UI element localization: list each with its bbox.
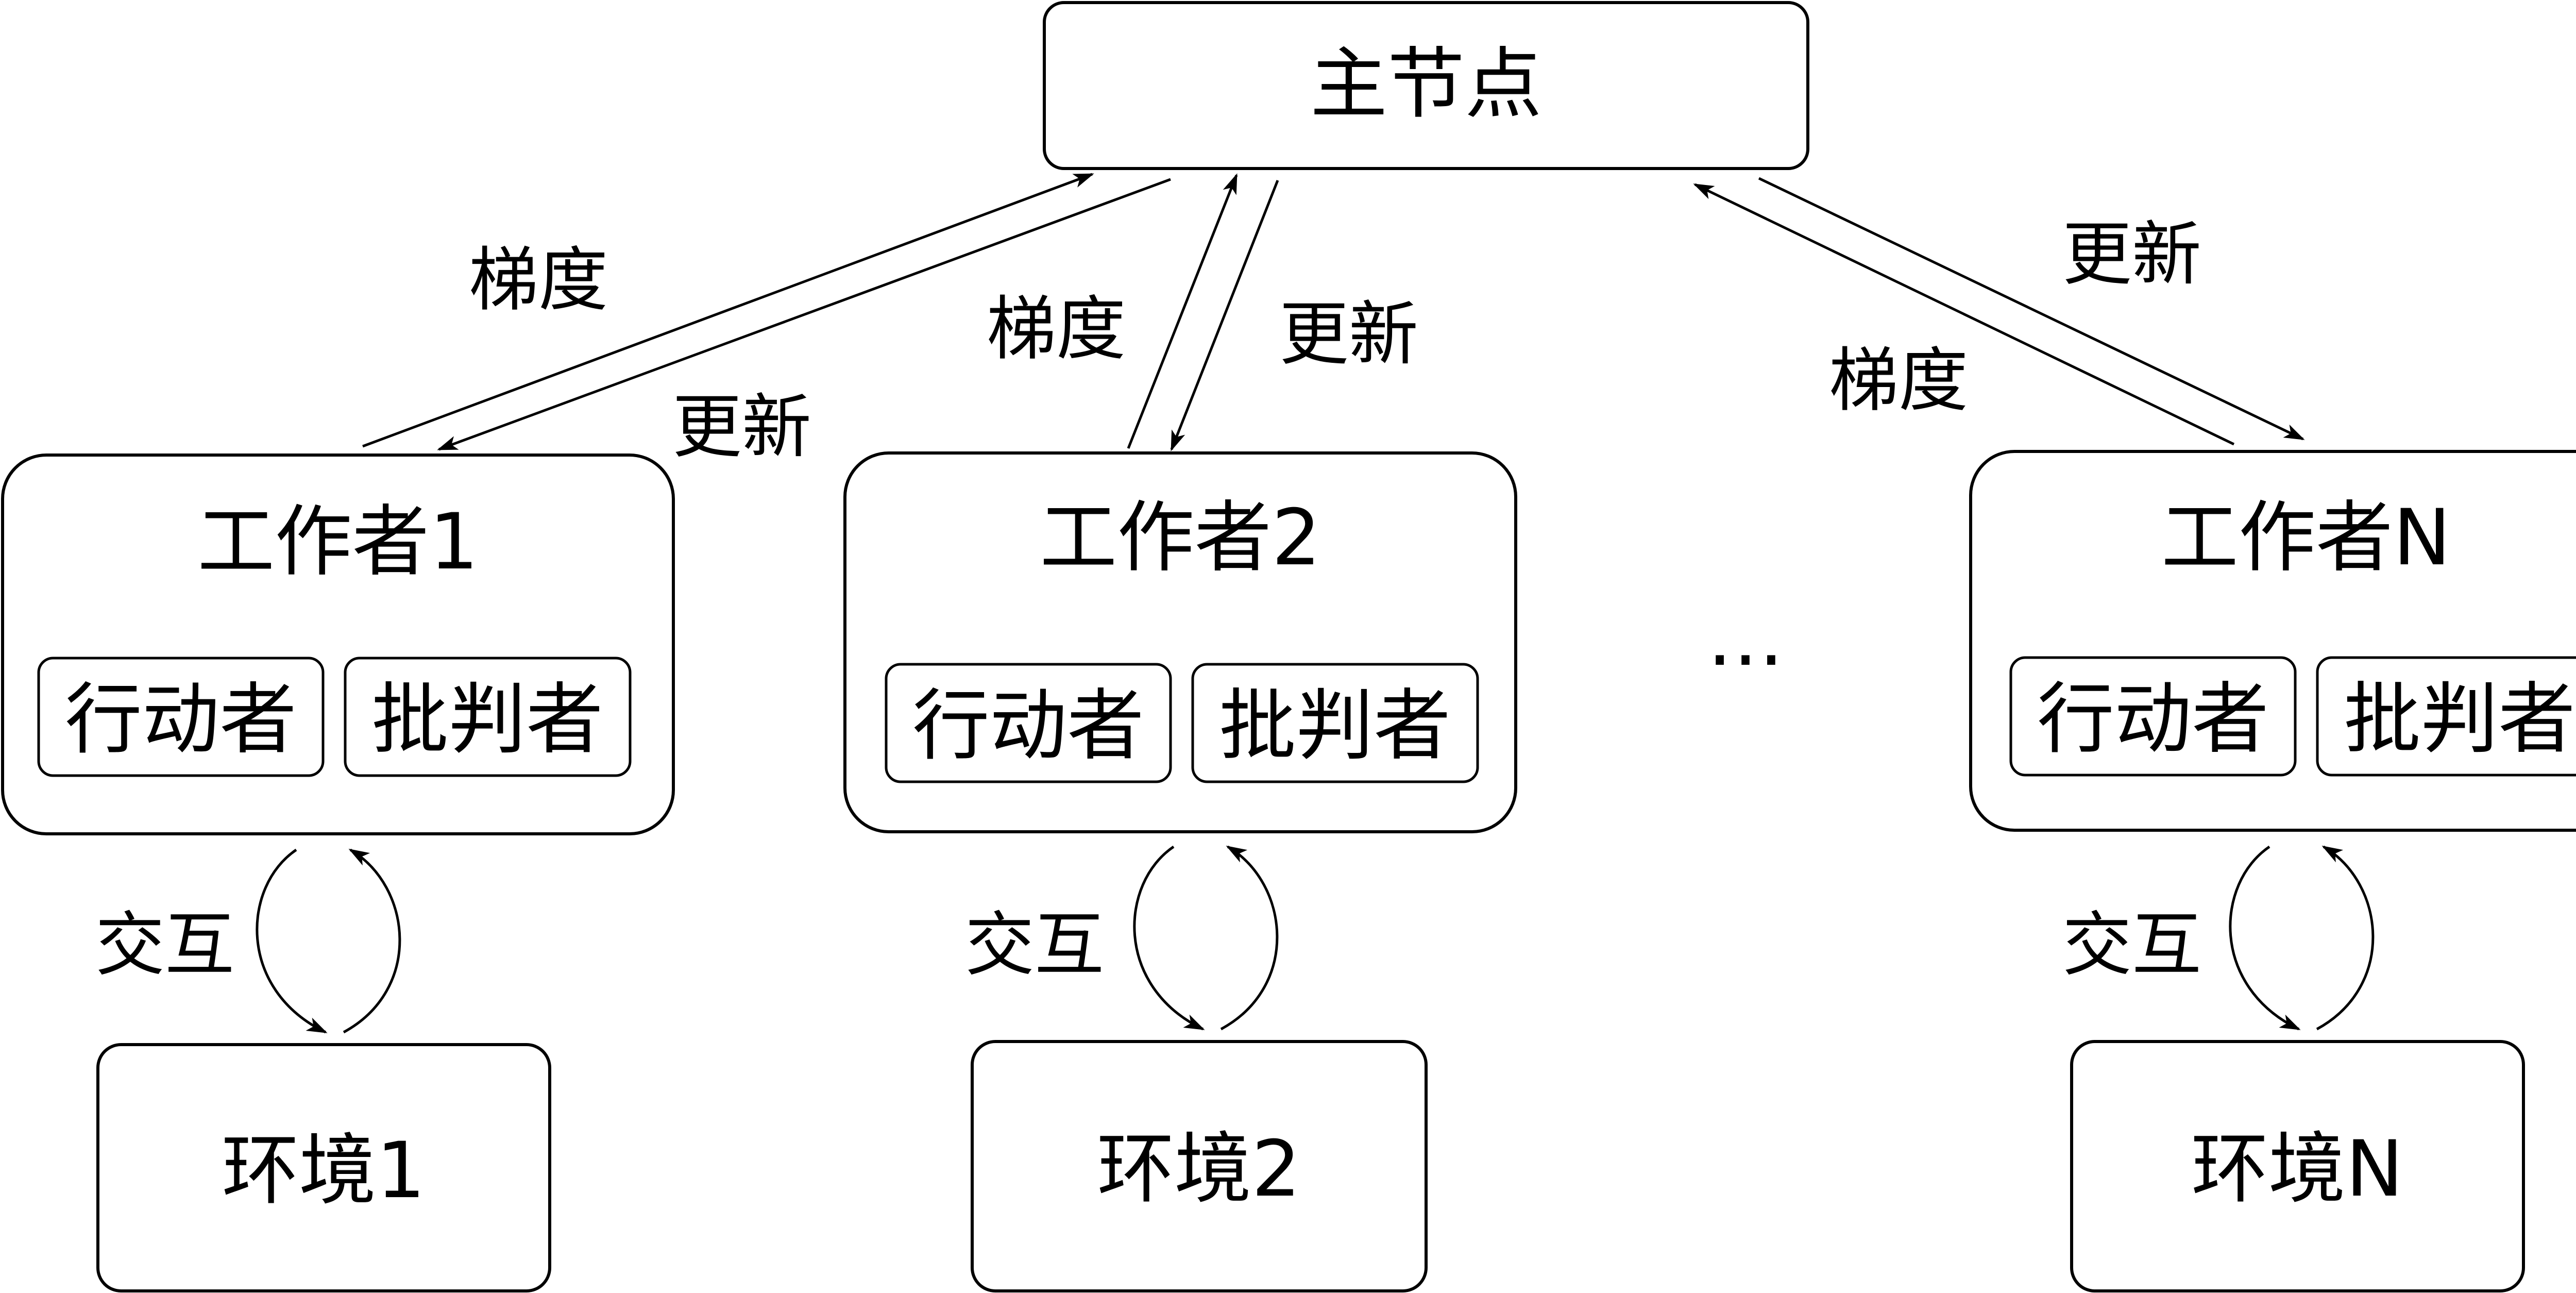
worker-2-critic-label: 批判者 bbox=[1219, 681, 1451, 771]
environment-1: 环境1 bbox=[96, 1043, 551, 1292]
worker-n-critic-label: 批判者 bbox=[2344, 675, 2575, 764]
worker-1-actor-label: 行动者 bbox=[65, 675, 297, 765]
worker-n-interact-label: 交互 bbox=[2062, 904, 2201, 985]
env-1-to-worker-arrow bbox=[343, 848, 401, 1034]
worker-n-critic-box bbox=[2316, 656, 2576, 777]
worker-1-update-arrow bbox=[437, 178, 1171, 451]
worker-1-critic-box bbox=[344, 657, 632, 777]
worker-2-gradient-label: 梯度 bbox=[987, 289, 1126, 370]
worker-2-label: 工作者2 bbox=[1040, 493, 1320, 583]
worker-1-gradient-arrow bbox=[362, 173, 1094, 448]
worker-1-gradient-label: 梯度 bbox=[469, 240, 608, 321]
environment-1-box bbox=[96, 1043, 551, 1292]
master-node-label: 主节点 bbox=[1310, 40, 1542, 129]
worker-2-update-arrow bbox=[1170, 180, 1279, 451]
worker-1-interact-label: 交互 bbox=[95, 904, 234, 985]
environment-n: 环境N bbox=[2070, 1040, 2525, 1292]
ellipsis: … bbox=[1707, 594, 1784, 683]
worker-n: 工作者N 行动者 批判者 bbox=[1969, 450, 2576, 832]
worker-2: 工作者2 行动者 批判者 bbox=[843, 451, 1517, 833]
worker-2-to-env-arrow bbox=[1133, 845, 1205, 1031]
env-n-to-worker-arrow bbox=[2316, 845, 2375, 1031]
worker-2-actor-label: 行动者 bbox=[912, 681, 1144, 771]
worker-2-critic-box bbox=[1191, 663, 1479, 783]
worker-n-actor-label: 行动者 bbox=[2037, 675, 2269, 764]
worker-1-to-env-arrow bbox=[256, 848, 328, 1034]
worker-1-update-label: 更新 bbox=[672, 387, 811, 467]
master-node: 主节点 bbox=[1043, 1, 1809, 170]
worker-1-critic-label: 批判者 bbox=[371, 675, 603, 765]
master-node-box bbox=[1043, 1, 1809, 170]
worker-2-actor-box bbox=[885, 663, 1172, 783]
environment-n-label: 环境N bbox=[2191, 1124, 2403, 1214]
environment-2-box bbox=[971, 1040, 1428, 1292]
worker-n-gradient-arrow bbox=[1693, 183, 2235, 446]
environment-2-label: 环境2 bbox=[1097, 1124, 1300, 1214]
worker-n-update-label: 更新 bbox=[2062, 214, 2201, 295]
environment-2: 环境2 bbox=[971, 1040, 1428, 1292]
worker-1-label: 工作者1 bbox=[197, 497, 478, 587]
worker-2-interact-label: 交互 bbox=[965, 904, 1104, 985]
worker-2-gradient-arrow bbox=[1127, 173, 1238, 449]
environment-n-box bbox=[2070, 1040, 2525, 1292]
environment-1-label: 环境1 bbox=[222, 1126, 425, 1216]
worker-2-update-label: 更新 bbox=[1279, 294, 1418, 375]
env-2-to-worker-arrow bbox=[1220, 845, 1279, 1031]
worker-n-gradient-label: 梯度 bbox=[1829, 340, 1968, 421]
worker-n-update-arrow bbox=[1758, 177, 2305, 441]
worker-1: 工作者1 行动者 批判者 bbox=[1, 454, 675, 835]
worker-n-label: 工作者N bbox=[2161, 493, 2451, 583]
worker-1-actor-box bbox=[37, 657, 325, 777]
worker-n-to-env-arrow bbox=[2229, 845, 2301, 1031]
worker-n-actor-box bbox=[2009, 656, 2297, 777]
